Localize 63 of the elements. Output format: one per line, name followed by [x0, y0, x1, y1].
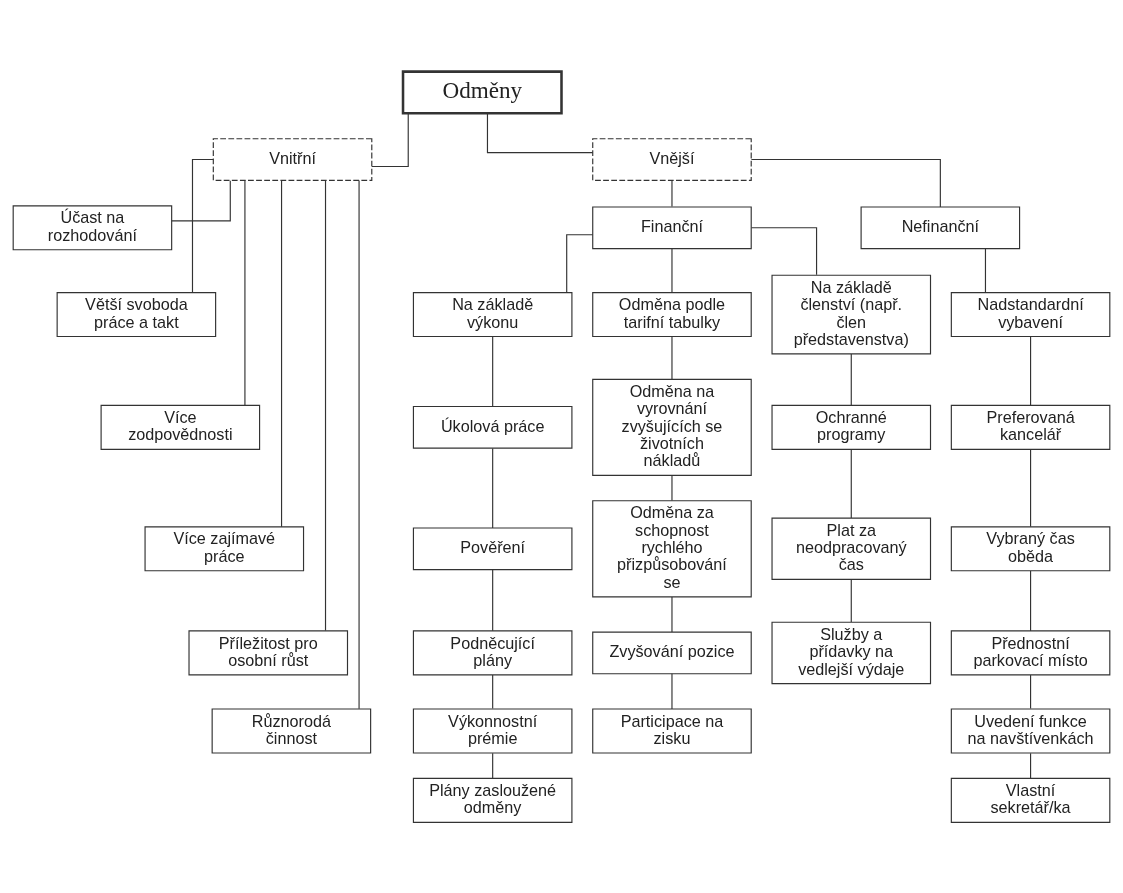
node-box: Vlastní sekretář/ka — [950, 777, 1111, 823]
node-box: Ochranné programy — [771, 404, 932, 450]
node-box: Plány zasloužené odměny — [412, 777, 573, 823]
connector — [850, 352, 852, 406]
node-box: Příležitost pro osobní růst — [188, 629, 349, 675]
connector — [671, 179, 673, 207]
connector — [1030, 674, 1032, 709]
connector — [1030, 569, 1032, 631]
connector — [750, 226, 818, 275]
node-box: Odměna na vyrovnání zvyšujících se životních nákladů — [592, 378, 752, 476]
node-box: Uvedení funkce na navštívenkách — [950, 707, 1111, 754]
connector — [1030, 752, 1032, 779]
node-box: Vnější — [592, 137, 752, 181]
node-box: Odměna podle tarifní tabulky — [592, 291, 752, 337]
node-box: Odměny — [401, 69, 563, 115]
node-box: Odměna za schopnost rychlého přizpůsobování se — [592, 499, 752, 597]
connector — [566, 233, 594, 293]
connector — [1030, 335, 1032, 406]
node-box: Úkolová práce — [412, 405, 573, 449]
node-box: Přednostní parkovací místo — [950, 629, 1111, 675]
connector — [850, 578, 852, 623]
connector — [671, 474, 673, 501]
node-box: Účast na rozhodování — [12, 204, 173, 250]
connector — [191, 158, 214, 293]
connector — [671, 595, 673, 633]
node-box: Různorodá činnost — [211, 707, 372, 754]
node-box: Plat za neodpracovaný čas — [771, 517, 932, 580]
connector — [492, 568, 494, 631]
connector — [671, 335, 673, 380]
connector — [486, 112, 594, 153]
connector — [324, 179, 327, 631]
node-box: Participace na zisku — [592, 707, 752, 754]
connector — [492, 752, 494, 779]
connector — [492, 335, 494, 407]
node-box: Na základě výkonu — [412, 291, 573, 337]
node-box: Podněcující plány — [412, 629, 573, 675]
connector — [671, 247, 673, 293]
node-box: Nefinanční — [860, 205, 1021, 249]
node-box: Pověření — [412, 526, 573, 570]
connector — [492, 674, 494, 709]
node-box: Výkonnostní prémie — [412, 707, 573, 754]
node-box: Vybraný čas oběda — [950, 525, 1111, 571]
node-box: Vnitřní — [212, 137, 373, 181]
node-box: Více zajímavé práce — [144, 525, 305, 571]
node-box: Větší svoboda práce a takt — [56, 291, 217, 337]
connector — [850, 448, 852, 519]
connector — [492, 447, 494, 528]
connector — [358, 179, 360, 709]
node-box: Zvyšování pozice — [592, 631, 752, 674]
node-box: Na základě členství (např. člen představenstva) — [771, 274, 932, 354]
connector — [750, 158, 941, 208]
connector — [1030, 448, 1032, 527]
node-box: Preferovaná kancelář — [950, 404, 1111, 450]
node-box: Finanční — [592, 205, 752, 249]
connector — [171, 179, 231, 221]
node-box: Služby a přídavky na vedlejší výdaje — [771, 621, 932, 684]
connector — [244, 179, 246, 406]
node-box: Více zodpovědnosti — [100, 404, 261, 450]
connector — [281, 179, 283, 527]
connector — [371, 112, 409, 167]
node-box: Nadstandardní vybavení — [950, 291, 1111, 337]
connector — [671, 672, 673, 709]
connector — [984, 247, 987, 293]
